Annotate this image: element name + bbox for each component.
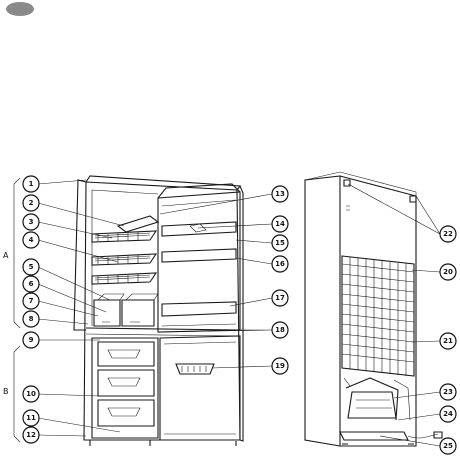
callout-20: 20 bbox=[439, 263, 457, 281]
callout-9: 9 bbox=[22, 331, 40, 349]
callout-6: 6 bbox=[22, 275, 40, 293]
callout-5: 5 bbox=[22, 258, 40, 276]
callout-1-label: 1 bbox=[29, 180, 34, 188]
back-view-refrigerator bbox=[304, 171, 443, 447]
callout-7-label: 7 bbox=[29, 297, 34, 305]
callout-21-label: 21 bbox=[443, 337, 453, 345]
callout-13: 13 bbox=[271, 185, 289, 203]
front-view-refrigerator bbox=[73, 175, 244, 446]
callout-18: 18 bbox=[271, 321, 289, 339]
callout-8: 8 bbox=[22, 310, 40, 328]
callout-4: 4 bbox=[22, 231, 40, 249]
callout-25: 25 bbox=[439, 437, 457, 455]
callout-6-label: 6 bbox=[29, 280, 34, 288]
callout-19: 19 bbox=[271, 357, 289, 375]
callout-19-label: 19 bbox=[275, 362, 285, 370]
callout-20-label: 20 bbox=[443, 268, 453, 276]
callout-12-label: 12 bbox=[26, 431, 36, 439]
callout-9-label: 9 bbox=[29, 336, 34, 344]
callout-3: 3 bbox=[22, 213, 40, 231]
callout-21: 21 bbox=[439, 332, 457, 350]
callout-14: 14 bbox=[271, 215, 289, 233]
callout-16-label: 16 bbox=[275, 260, 285, 268]
callout-11: 11 bbox=[22, 409, 40, 427]
callout-24: 24 bbox=[439, 405, 457, 423]
callout-1: 1 bbox=[22, 175, 40, 193]
callout-2-label: 2 bbox=[29, 199, 34, 207]
callout-23: 23 bbox=[439, 383, 457, 401]
callout-2: 2 bbox=[22, 194, 40, 212]
callout-13-label: 13 bbox=[275, 190, 285, 198]
callout-15: 15 bbox=[271, 234, 289, 252]
page-indicator-icon bbox=[6, 2, 34, 16]
callout-10-label: 10 bbox=[26, 390, 36, 398]
callout-22-label: 22 bbox=[443, 230, 453, 238]
callout-11-label: 11 bbox=[26, 414, 36, 422]
callout-7: 7 bbox=[22, 292, 40, 310]
callout-17-label: 17 bbox=[275, 294, 285, 302]
callout-8-label: 8 bbox=[29, 315, 34, 323]
callout-4-label: 4 bbox=[29, 236, 34, 244]
group-brackets bbox=[13, 177, 21, 443]
callout-14-label: 14 bbox=[275, 220, 285, 228]
callout-22: 22 bbox=[439, 225, 457, 243]
callout-12: 12 bbox=[22, 426, 40, 444]
callout-18-label: 18 bbox=[275, 326, 285, 334]
callout-23-label: 23 bbox=[443, 388, 453, 396]
callout-25-label: 25 bbox=[443, 442, 453, 450]
callout-3-label: 3 bbox=[29, 218, 34, 226]
callout-17: 17 bbox=[271, 289, 289, 307]
callout-15-label: 15 bbox=[275, 239, 285, 247]
group-label-a: A bbox=[3, 251, 9, 260]
leader-lines bbox=[37, 179, 441, 447]
callout-24-label: 24 bbox=[443, 410, 453, 418]
callout-5-label: 5 bbox=[29, 263, 34, 271]
group-label-b: B bbox=[3, 387, 9, 396]
callout-16: 16 bbox=[271, 255, 289, 273]
callout-10: 10 bbox=[22, 385, 40, 403]
